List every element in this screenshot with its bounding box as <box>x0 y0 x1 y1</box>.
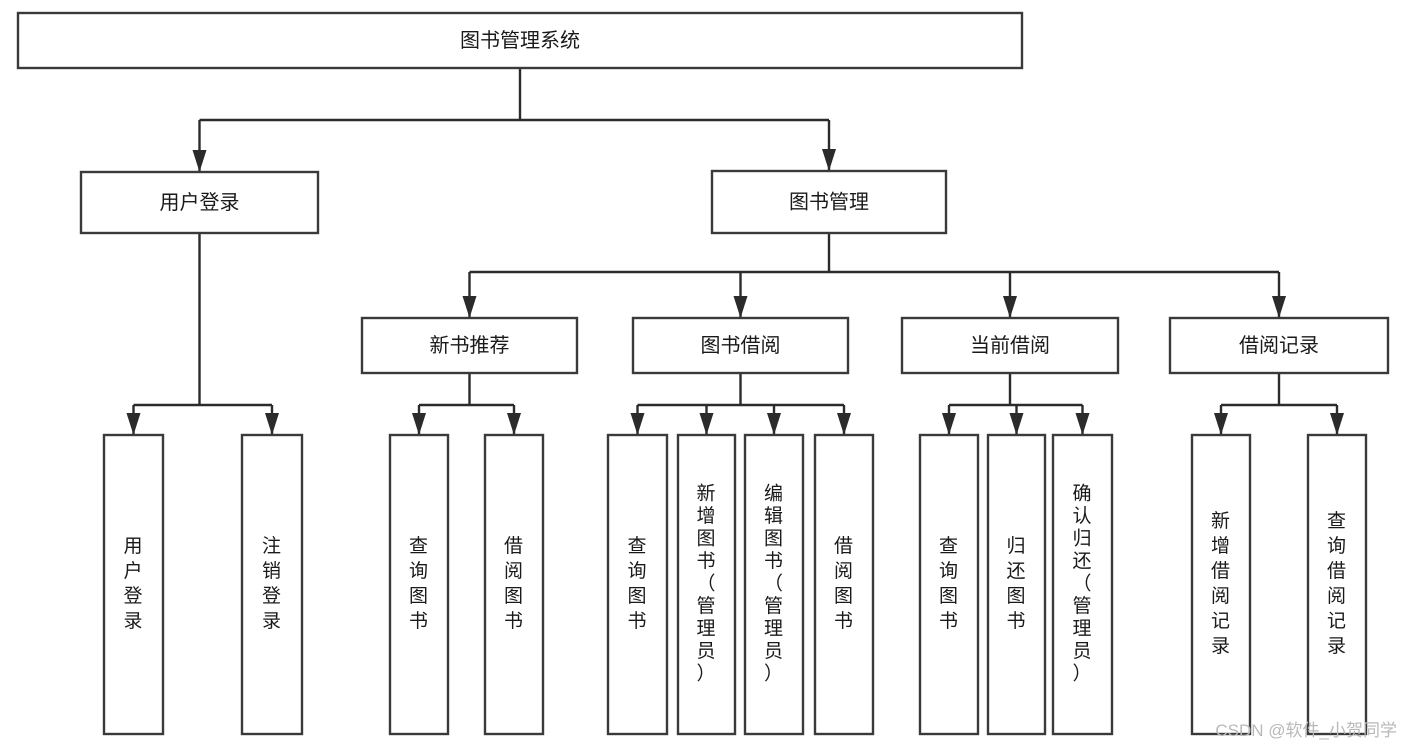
leaf-node-7-box[interactable] <box>813 433 875 736</box>
bus-root-arrow-0 <box>192 150 207 172</box>
leaf-node-4-label: 查询图书 <box>627 535 647 632</box>
leaf-node-10-label: 确认归还（管理员） <box>1072 483 1092 685</box>
level2-node-2-box[interactable] <box>900 316 1120 375</box>
leaf-node-8-box[interactable] <box>918 433 980 736</box>
leaf-node-5-box[interactable] <box>676 433 737 736</box>
bus-level2-1-arrow-2 <box>767 413 781 435</box>
level1-node-0-label: 用户登录 <box>160 191 240 214</box>
leaf-node-10-box[interactable] <box>1051 433 1114 736</box>
leaf-node-7[interactable]: 借阅图书 <box>813 433 875 736</box>
nodes-layer: 图书管理系统用户登录图书管理新书推荐图书借阅当前借阅借阅记录用户登录注销登录查询… <box>16 11 1390 736</box>
leaf-node-12[interactable]: 查询借阅记录 <box>1306 433 1368 736</box>
leaf-node-4-box[interactable] <box>606 433 669 736</box>
level2-node-1-label: 图书借阅 <box>701 334 781 357</box>
leaf-node-3-box[interactable] <box>483 433 545 736</box>
level2-node-0-box[interactable] <box>360 316 579 375</box>
connectors-layer <box>126 68 1344 435</box>
leaf-node-1[interactable]: 注销登录 <box>240 433 304 736</box>
leaf-node-12-box[interactable] <box>1306 433 1368 736</box>
level2-node-3-box[interactable] <box>1168 316 1390 375</box>
bus-user-login-arrow-0 <box>126 413 141 435</box>
leaf-node-6-label: 编辑图书（管理员） <box>764 483 784 685</box>
bus-book-mgmt-arrow-1 <box>733 296 748 318</box>
leaf-node-5-label: 新增图书（管理员） <box>696 483 716 685</box>
bus-book-mgmt-arrow-3 <box>1272 296 1286 318</box>
bus-level2-2-arrow-1 <box>1009 413 1024 435</box>
root-node-system[interactable]: 图书管理系统 <box>16 11 1024 70</box>
leaf-node-3[interactable]: 借阅图书 <box>483 433 545 736</box>
leaf-node-2[interactable]: 查询图书 <box>388 433 450 736</box>
leaf-node-2-label: 查询图书 <box>409 535 429 632</box>
leaf-node-12-label: 查询借阅记录 <box>1327 510 1347 657</box>
bus-level2-0-arrow-0 <box>412 413 426 435</box>
leaf-node-11-box[interactable] <box>1190 433 1252 736</box>
leaf-node-4[interactable]: 查询图书 <box>606 433 669 736</box>
level1-node-1[interactable]: 图书管理 <box>710 169 948 235</box>
leaf-node-3-label: 借阅图书 <box>504 535 524 632</box>
leaf-node-5[interactable]: 新增图书（管理员） <box>676 433 737 736</box>
bus-level2-3-arrow-0 <box>1214 413 1228 435</box>
leaf-node-8[interactable]: 查询图书 <box>918 433 980 736</box>
bus-book-mgmt-arrow-2 <box>1003 296 1017 318</box>
bus-user-login-arrow-1 <box>265 413 279 435</box>
leaf-node-11[interactable]: 新增借阅记录 <box>1190 433 1252 736</box>
bus-book-mgmt-arrow-0 <box>462 296 477 318</box>
level2-node-2-label: 当前借阅 <box>970 334 1050 357</box>
level2-node-0-label: 新书推荐 <box>430 334 510 357</box>
leaf-node-11-label: 新增借阅记录 <box>1211 510 1231 657</box>
bus-root-arrow-1 <box>822 149 836 171</box>
leaf-node-8-label: 查询图书 <box>939 535 959 632</box>
leaf-node-0-label: 用户登录 <box>123 536 143 632</box>
bus-level2-1-arrow-3 <box>837 413 851 435</box>
level2-node-2[interactable]: 当前借阅 <box>900 316 1120 375</box>
root-node-system-box[interactable] <box>16 11 1024 70</box>
level1-node-0-box[interactable] <box>79 170 320 235</box>
leaf-node-2-box[interactable] <box>388 433 450 736</box>
bus-level2-1-arrow-1 <box>699 413 714 435</box>
level2-node-3-label: 借阅记录 <box>1239 334 1319 357</box>
level1-node-1-box[interactable] <box>710 169 948 235</box>
level2-node-1-box[interactable] <box>631 316 850 375</box>
leaf-node-0-box[interactable] <box>102 433 165 736</box>
level1-node-1-label: 图书管理 <box>789 190 869 213</box>
leaf-node-1-label: 注销登录 <box>262 535 282 632</box>
bus-level2-1-arrow-0 <box>630 413 645 435</box>
leaf-node-9-box[interactable] <box>986 433 1047 736</box>
leaf-node-1-box[interactable] <box>240 433 304 736</box>
leaf-node-9-label: 归还图书 <box>1006 535 1026 632</box>
leaf-node-7-label: 借阅图书 <box>834 535 854 632</box>
leaf-node-6[interactable]: 编辑图书（管理员） <box>743 433 805 736</box>
level1-node-0[interactable]: 用户登录 <box>79 170 320 235</box>
bus-level2-0-arrow-1 <box>507 413 521 435</box>
leaf-node-9[interactable]: 归还图书 <box>986 433 1047 736</box>
bus-level2-2-arrow-2 <box>1075 413 1090 435</box>
level2-node-3[interactable]: 借阅记录 <box>1168 316 1390 375</box>
level2-node-0[interactable]: 新书推荐 <box>360 316 579 375</box>
level2-node-1[interactable]: 图书借阅 <box>631 316 850 375</box>
bus-level2-2-arrow-0 <box>942 413 956 435</box>
leaf-node-10[interactable]: 确认归还（管理员） <box>1051 433 1114 736</box>
bus-level2-3-arrow-1 <box>1330 413 1344 435</box>
leaf-node-6-box[interactable] <box>743 433 805 736</box>
leaf-node-0[interactable]: 用户登录 <box>102 433 165 736</box>
root-node-system-label: 图书管理系统 <box>460 29 580 52</box>
